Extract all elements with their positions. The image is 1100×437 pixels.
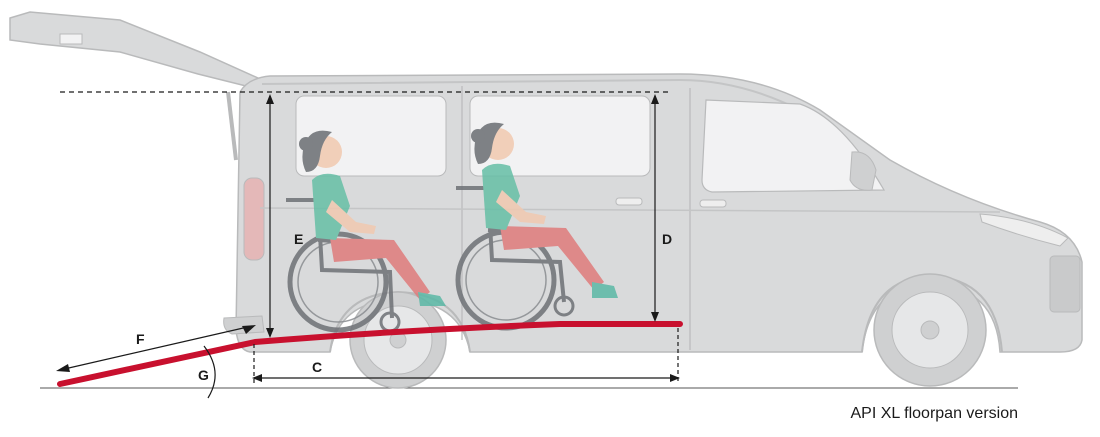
dimension-g-label: G (198, 367, 209, 383)
dimension-f-label: F (136, 331, 145, 347)
dimension-f-line (59, 325, 253, 371)
dimension-lines (56, 91, 680, 399)
front-wheel (873, 273, 987, 387)
person-arm (326, 200, 376, 234)
person-arm (496, 190, 546, 224)
person-legs (330, 238, 430, 300)
front-door-window (701, 99, 886, 193)
tailgate (9, 11, 259, 89)
person-legs (500, 226, 604, 290)
tailgate-handle (59, 33, 83, 45)
van-body (9, 11, 1083, 389)
dimension-d-label: D (662, 231, 672, 247)
side-mirror (849, 151, 877, 191)
rear-wheel (349, 291, 447, 389)
tailgate-strut (226, 91, 238, 161)
rear-bumper (223, 315, 265, 335)
wheelchair-user-rear (286, 130, 446, 333)
front-grille (1049, 255, 1081, 313)
person-shoe (418, 292, 446, 306)
middle-side-window (469, 95, 651, 177)
dimension-g-arc (203, 345, 216, 399)
sliding-door-handle (615, 197, 643, 206)
diagram-caption: API XL floorpan version (850, 405, 1019, 422)
person-shoe (592, 282, 618, 298)
floorpan-ramp (57, 321, 683, 387)
front-door-handle (699, 199, 727, 208)
dimension-c-label: C (312, 359, 322, 375)
dimension-e-label: E (294, 231, 303, 247)
body-crease (259, 207, 1001, 213)
rear-light (243, 177, 265, 261)
headlight (979, 213, 1069, 247)
